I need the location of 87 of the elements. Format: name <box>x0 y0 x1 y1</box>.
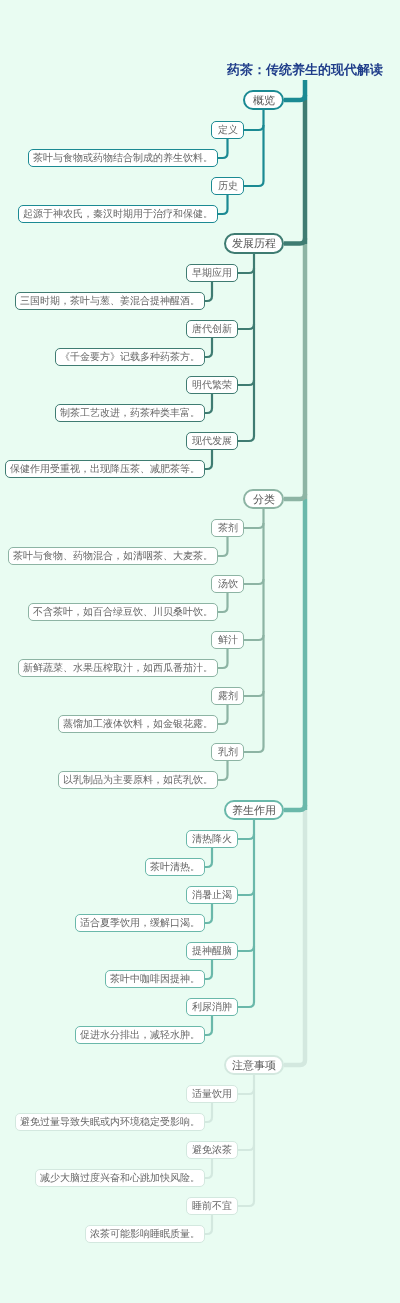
subtopic-box: 历史 <box>211 177 244 195</box>
branch-line <box>238 1200 256 1208</box>
branch-line <box>205 394 214 415</box>
branch-line <box>238 267 256 275</box>
branch-line <box>205 848 214 869</box>
subtopic-box: 适量饮用 <box>186 1085 238 1103</box>
subtopic-box: 乳剂 <box>211 743 244 761</box>
branch-line <box>244 578 265 586</box>
branch-line <box>302 80 308 1060</box>
branch-line <box>262 509 265 747</box>
note-box: 不含茶叶，如百合绿豆饮、川贝桑叶饮。 <box>28 603 218 621</box>
branch-line <box>218 649 229 670</box>
subtopic-box: 明代繁荣 <box>186 376 238 394</box>
branch-line <box>262 110 265 181</box>
branch-line <box>238 945 256 953</box>
subtopic-box: 提神醒脑 <box>186 942 238 960</box>
note-box: 新鲜蔬菜、水果压榨取汁，如西瓜番茄汁。 <box>18 659 218 677</box>
branch-line <box>238 1088 256 1096</box>
branch-line <box>284 493 308 502</box>
note-box: 促进水分排出，减轻水肿。 <box>75 1026 205 1044</box>
map-title: 药茶：传统养生的现代解读 <box>228 61 382 80</box>
branch-line <box>205 282 214 303</box>
branch-line <box>238 379 256 387</box>
subtopic-box: 唐代创新 <box>186 320 238 338</box>
branch-line <box>205 1103 214 1124</box>
subtopic-box: 利尿消肿 <box>186 998 238 1016</box>
branch-line <box>244 634 265 642</box>
branch-line <box>252 820 256 1002</box>
note-box: 茶叶与食物、药物混合，如清咽茶、大麦茶。 <box>8 547 218 565</box>
note-box: 保健作用受重视，出现降压茶、减肥茶等。 <box>5 460 205 478</box>
branch-line <box>205 1016 214 1037</box>
branch-line <box>284 238 308 246</box>
branch-line <box>284 804 308 813</box>
branch-line <box>238 1001 256 1009</box>
subtopic-box: 茶剂 <box>211 519 244 537</box>
note-box: 以乳制品为主要原料，如芪乳饮。 <box>58 771 218 789</box>
branch-line <box>205 450 214 471</box>
branch-line <box>218 537 229 558</box>
note-box: 茶叶中咖啡因提神。 <box>105 970 205 988</box>
subtopic-box: 消暑止渴 <box>186 886 238 904</box>
branch-line <box>218 593 229 614</box>
note-box: 减少大脑过度兴奋和心跳加快风险。 <box>35 1169 205 1187</box>
branch-line <box>205 1159 214 1180</box>
subtopic-box: 现代发展 <box>186 432 238 450</box>
subtopic-box: 睡前不宜 <box>186 1197 238 1215</box>
note-box: 避免过量导致失眠或内环境稳定受影响。 <box>15 1113 205 1131</box>
branch-line <box>205 960 214 981</box>
note-box: 起源于神农氏，秦汉时期用于治疗和保健。 <box>18 205 218 223</box>
branch-line <box>205 338 214 359</box>
branch-line <box>244 522 265 530</box>
branch-line <box>238 323 256 331</box>
branch-line <box>284 94 308 103</box>
topic-pill: 注意事项 <box>224 1055 284 1075</box>
subtopic-box: 鲜汁 <box>211 631 244 649</box>
branch-line <box>244 180 265 188</box>
subtopic-box: 避免浓茶 <box>186 1141 238 1159</box>
note-box: 制茶工艺改进，药茶种类丰富。 <box>55 404 205 422</box>
topic-pill: 养生作用 <box>224 800 284 820</box>
branch-line <box>244 746 265 754</box>
note-box: 《千金要方》记载多种药茶方。 <box>55 348 205 366</box>
branch-line <box>218 761 229 782</box>
topic-pill: 概览 <box>243 90 284 110</box>
note-box: 浓茶可能影响睡眠质量。 <box>85 1225 205 1243</box>
branch-line <box>205 1215 214 1236</box>
subtopic-box: 早期应用 <box>186 264 238 282</box>
branch-line <box>218 139 229 160</box>
branch-line <box>244 690 265 698</box>
branch-line <box>238 435 256 443</box>
branch-line <box>218 705 229 726</box>
branch-line <box>218 195 229 216</box>
subtopic-box: 清热降火 <box>186 830 238 848</box>
topic-pill: 分类 <box>243 489 284 509</box>
note-box: 蒸馏加工液体饮料，如金银花露。 <box>58 715 218 733</box>
note-box: 茶叶与食物或药物结合制成的养生饮料。 <box>28 149 218 167</box>
branch-line <box>238 1144 256 1152</box>
branch-line <box>238 889 256 897</box>
topic-pill: 发展历程 <box>224 233 284 254</box>
branch-line <box>252 254 256 436</box>
note-box: 适合夏季饮用，缓解口渴。 <box>75 914 205 932</box>
branch-line <box>244 124 265 132</box>
note-box: 三国时期，茶叶与葱、姜混合提神醒酒。 <box>15 292 205 310</box>
subtopic-box: 定义 <box>211 121 244 139</box>
subtopic-box: 露剂 <box>211 687 244 705</box>
note-box: 茶叶清热。 <box>145 858 205 876</box>
branch-line <box>205 904 214 925</box>
subtopic-box: 汤饮 <box>211 575 244 593</box>
branch-line <box>238 833 256 841</box>
